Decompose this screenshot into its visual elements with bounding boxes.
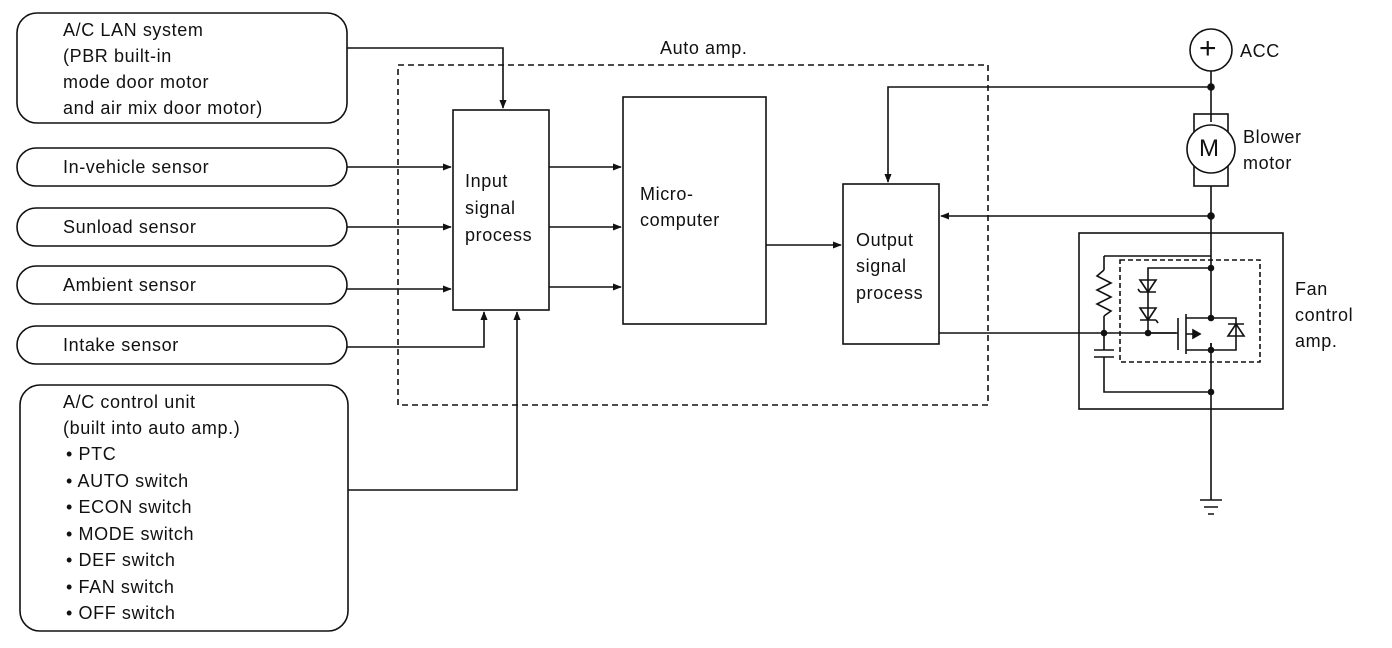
intake-sensor-label: Intake sensor	[63, 335, 179, 355]
control-unit-title-2: (built into auto amp.)	[63, 418, 241, 438]
blower-label-line-2: motor	[1243, 153, 1293, 173]
input-block-line-3: process	[465, 225, 533, 245]
control-unit-box	[19, 384, 349, 632]
control-unit-title-1: A/C control unit	[63, 392, 196, 412]
lan-to-input-arrow	[347, 47, 507, 109]
output-block-line-2: signal	[856, 256, 907, 276]
intake-sensor-box	[16, 325, 348, 365]
fan-control-amp-box	[1078, 232, 1284, 410]
in-vehicle-sensor-label: In-vehicle sensor	[63, 157, 210, 177]
control-unit-item: • DEF switch	[66, 550, 176, 570]
blower-motor-circle	[1186, 124, 1236, 174]
blower-label-line-1: Blower	[1243, 127, 1302, 147]
control-unit-item: • PTC	[66, 444, 117, 464]
control-unit-item: • AUTO switch	[66, 471, 189, 491]
ambient-sensor-box	[16, 265, 348, 305]
output-signal-block	[842, 183, 940, 345]
zener-diode-2	[1138, 307, 1159, 324]
fan-amp-label-line-3: amp.	[1295, 331, 1338, 351]
intake-arrow	[347, 311, 488, 348]
control-unit-item: • OFF switch	[66, 603, 176, 623]
input-signal-block	[452, 109, 550, 311]
fan-amp-label-line-1: Fan	[1295, 279, 1328, 299]
lan-system-line-4: and air mix door motor)	[63, 98, 263, 118]
output-block-line-1: Output	[856, 230, 914, 250]
auto-amp-boundary	[397, 64, 989, 406]
mosfet	[1177, 305, 1212, 354]
input-block-line-2: signal	[465, 198, 516, 218]
control-unit-item: • ECON switch	[66, 497, 193, 517]
microcomputer-block	[622, 96, 767, 325]
lan-system-box	[16, 12, 348, 124]
auto-amp-label: Auto amp.	[660, 38, 748, 58]
lan-system-line-1: A/C LAN system	[63, 20, 204, 40]
zener-diode-1	[1137, 279, 1158, 294]
control-unit-arrow	[348, 311, 521, 491]
ambient-sensor-label: Ambient sensor	[63, 275, 197, 295]
acc-symbol: +	[1199, 32, 1218, 65]
ground-symbol	[1200, 499, 1222, 515]
control-unit-item: • FAN switch	[66, 577, 175, 597]
zener-diode-3	[1226, 322, 1246, 337]
control-unit-item: • MODE switch	[66, 524, 195, 544]
input-block-line-1: Input	[465, 171, 509, 191]
output-block-line-3: process	[856, 283, 924, 303]
motor-symbol: M	[1199, 135, 1220, 162]
acc-label: ACC	[1240, 41, 1280, 61]
micro-block-line-1: Micro-	[640, 184, 694, 204]
resistor	[1095, 269, 1113, 317]
micro-block-line-2: computer	[640, 210, 720, 230]
fan-amp-inner-box	[1119, 259, 1261, 363]
lan-system-line-3: mode door motor	[63, 72, 210, 92]
capacitor	[1094, 349, 1114, 358]
acc-feedback-arrow	[884, 86, 1211, 183]
lan-system-line-2: (PBR built-in	[63, 46, 172, 66]
fan-amp-label-line-2: control	[1295, 305, 1354, 325]
sunload-sensor-label: Sunload sensor	[63, 217, 197, 237]
